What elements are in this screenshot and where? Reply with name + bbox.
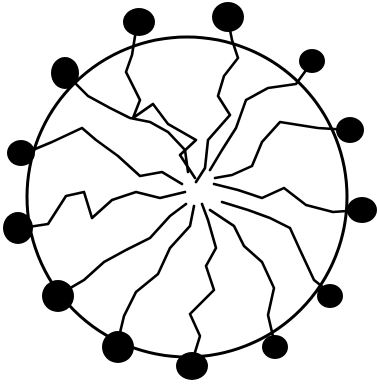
head [262,335,288,359]
micelle-boundary [27,37,347,357]
head [102,331,134,363]
tail [60,204,186,294]
tail [190,204,216,362]
head [51,57,79,89]
tail [117,206,194,345]
head [212,2,244,32]
head [42,280,74,312]
head [299,49,325,73]
tail [28,128,182,184]
head [123,8,155,36]
heads [3,2,377,380]
head [3,212,33,244]
tail [210,62,312,170]
tail [210,210,275,345]
tail [222,202,334,296]
tail [22,192,185,228]
tail [214,184,360,212]
head [317,284,343,308]
head [347,197,377,223]
head [336,117,364,143]
head [7,140,35,166]
head [176,352,208,380]
